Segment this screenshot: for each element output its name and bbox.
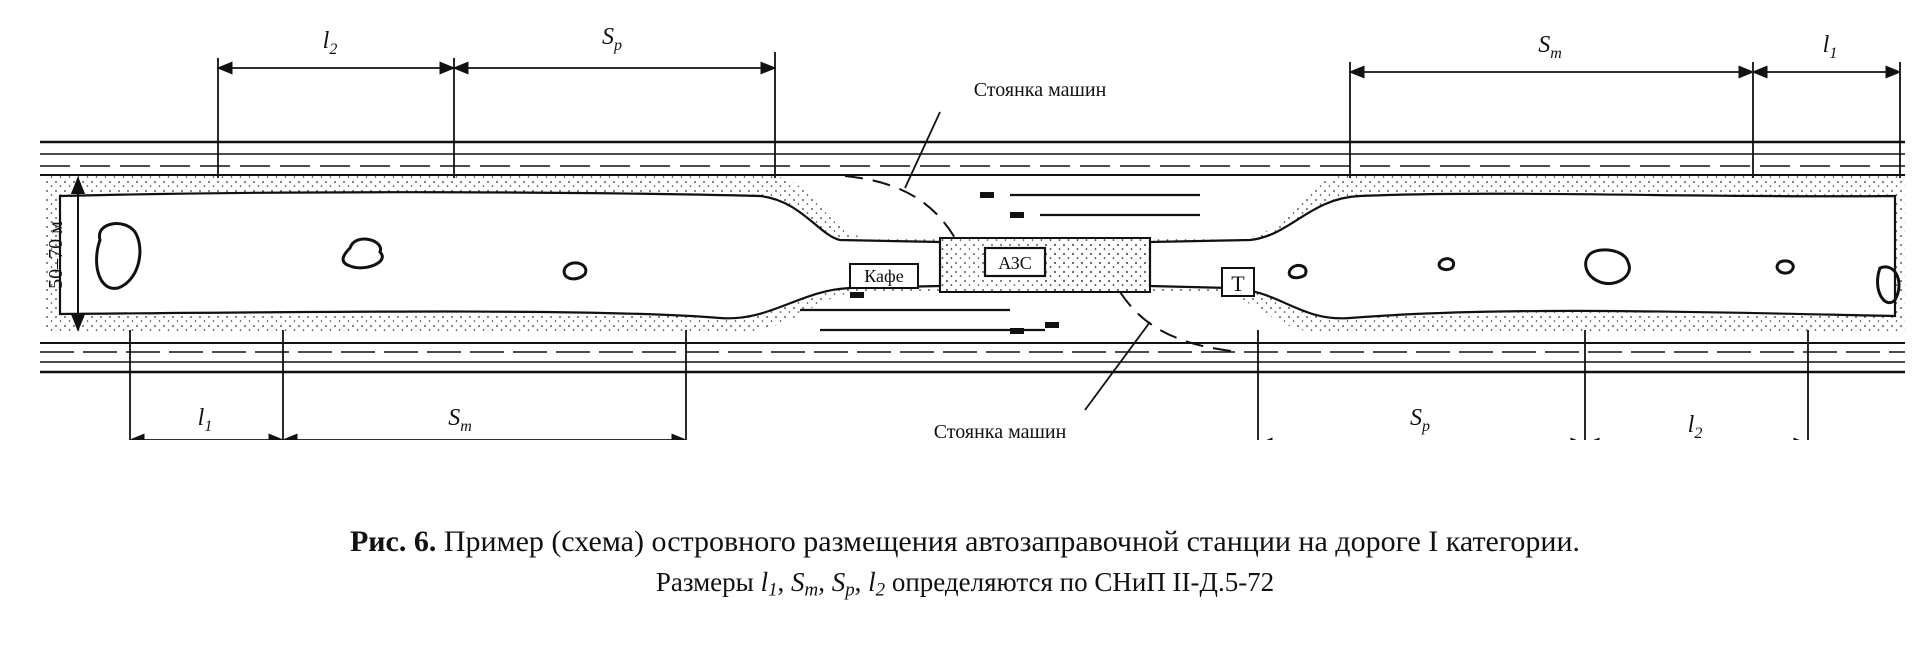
dim-label-top-sp: Sр: [602, 24, 622, 54]
cafe-label: Кафе: [864, 266, 903, 286]
bottom-carriageway: [40, 342, 1905, 374]
figure-caption-line2: Размеры l1, Sт, Sр, l2 определяются по С…: [655, 567, 1275, 601]
width-dim-label: 50–70 м: [45, 221, 67, 289]
parking-label-bottom: Стоянка машин: [934, 421, 1067, 440]
gas-station-building: АЗС: [983, 246, 1047, 278]
dim-top-right: [1348, 62, 1902, 178]
dim-bottom-right: [1256, 330, 1810, 440]
caption-var-st: Sт: [791, 567, 819, 601]
t-label: Т: [1231, 271, 1245, 296]
road-layout-diagram: Кафе АЗС Т Стоянка машин Стоянка машин 5…: [40, 24, 1905, 440]
figure-label: Рис. 6.: [349, 525, 437, 558]
dim-label-top-st: Sт: [1538, 32, 1562, 62]
median-island: [45, 176, 1905, 332]
dim-label-bottom-l2: l2: [1688, 412, 1703, 440]
figure-caption-line1: Рис. 6. Пример (схема) островного размещ…: [0, 525, 1930, 559]
dim-label-bottom-sp: Sр: [1410, 405, 1430, 435]
caption-var-l1: l1: [760, 567, 778, 601]
dim-label-bottom-l1: l1: [198, 405, 213, 435]
caption-suffix: определяются по СНиП II-Д.5-72: [885, 567, 1275, 597]
dim-labels: l2 Sр Sт l1 l1 Sт Sр l2: [198, 24, 1838, 440]
caption-prefix: Размеры: [655, 567, 761, 597]
parking-label-top: Стоянка машин: [974, 79, 1107, 101]
figure-caption-text: Пример (схема) островного размещения авт…: [443, 525, 1581, 558]
traffic-lines: [800, 193, 1200, 332]
t-building: Т: [1221, 267, 1255, 297]
dim-label-bottom-st: Sт: [448, 405, 472, 435]
parking-paths: [844, 175, 1241, 353]
top-carriageway: [40, 140, 1905, 176]
dim-label-top-l1: l1: [1823, 32, 1838, 62]
dim-top-left: [216, 52, 777, 178]
gas-station-label: АЗС: [998, 253, 1032, 273]
dim-bottom-left: [128, 330, 688, 440]
dim-label-top-l2: l2: [323, 28, 338, 58]
caption-var-l2: l2: [868, 567, 886, 601]
width-dimension: 50–70 м: [45, 176, 86, 332]
cafe-building: Кафе: [849, 263, 919, 289]
caption-var-sp: Sр: [831, 567, 855, 601]
island-features: [95, 222, 1901, 304]
parking-callout-top: Стоянка машин: [904, 79, 1107, 189]
parking-callout-bottom: Стоянка машин: [934, 321, 1151, 440]
